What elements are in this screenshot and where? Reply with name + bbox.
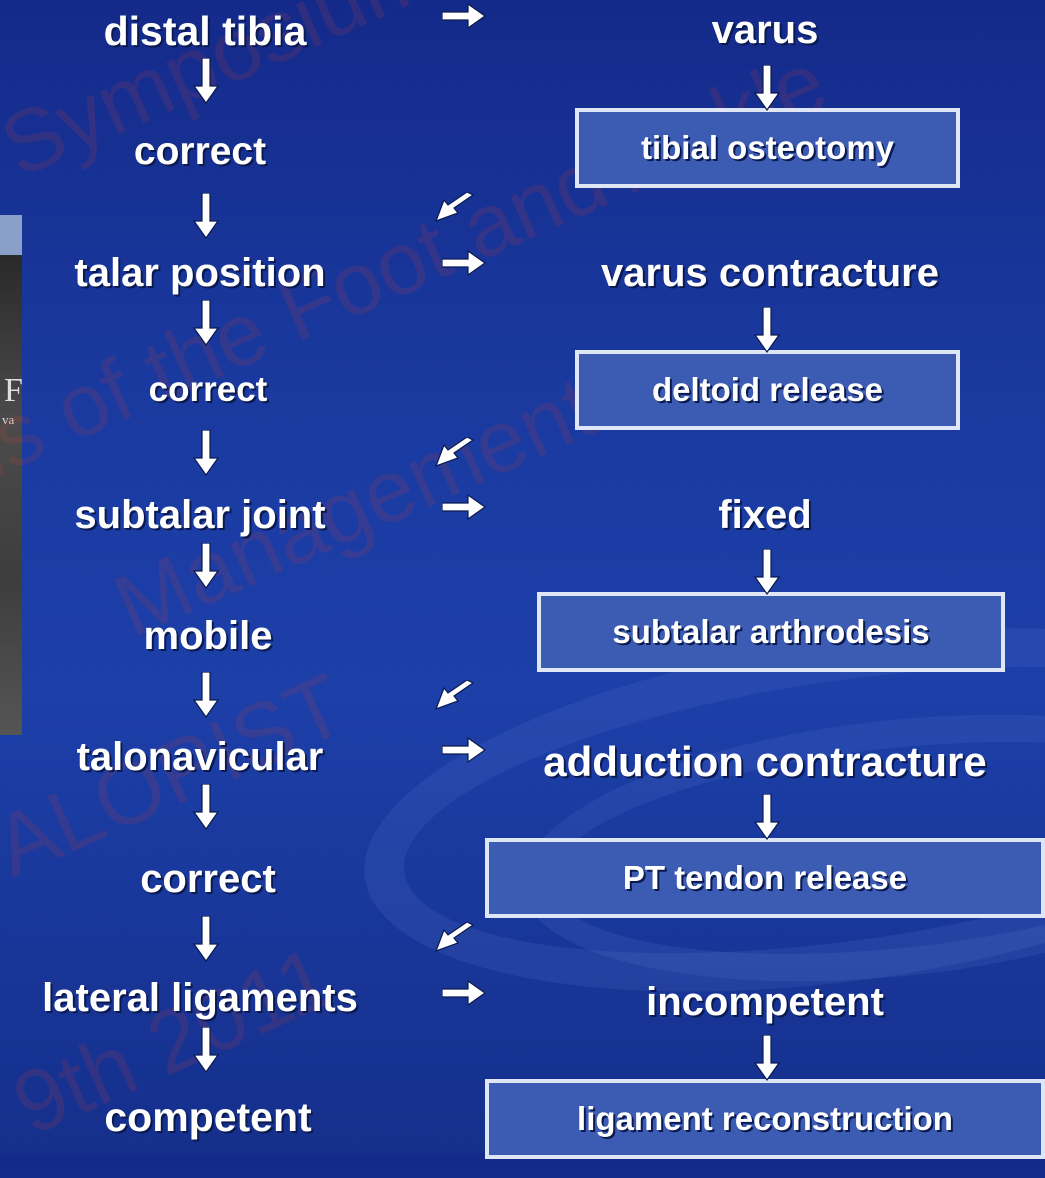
photo-text-small: va — [2, 412, 15, 427]
arrow-down-icon — [193, 543, 219, 589]
photo-header-strip — [0, 215, 22, 255]
procedure-label: deltoid release — [651, 371, 884, 408]
left-label-talar-position: talar position — [74, 251, 326, 295]
arrow-right-icon — [442, 494, 486, 520]
right-label-incompetent: incompetent — [646, 980, 884, 1024]
arrow-down-icon — [193, 300, 219, 346]
arrow-down-left-icon — [434, 192, 475, 223]
arrow-down-icon — [754, 65, 780, 111]
left-label-lateral-ligaments: lateral ligaments — [42, 976, 358, 1020]
procedure-box-ligament-reconstruction: ligament reconstruction — [485, 1079, 1045, 1159]
arrow-down-icon — [754, 794, 780, 840]
arrow-right-icon — [442, 737, 486, 763]
left-label-competent: competent — [104, 1094, 312, 1140]
background-photo — [0, 215, 22, 735]
right-label-adduction-contracture: adduction contracture — [543, 738, 987, 785]
arrow-down-icon — [193, 1027, 219, 1073]
arrow-down-icon — [754, 1035, 780, 1081]
procedure-box-subtalar-arthrodesis: subtalar arthrodesis — [537, 592, 1005, 672]
photo-text-large: F — [4, 372, 23, 409]
arrow-down-icon — [193, 193, 219, 239]
arrow-right-icon — [442, 980, 486, 1006]
procedure-label: tibial osteotomy — [640, 129, 895, 166]
arrow-down-icon — [754, 549, 780, 595]
right-label-fixed: fixed — [718, 493, 812, 537]
left-label-talonavicular: talonavicular — [76, 735, 324, 779]
procedure-box-deltoid-release: deltoid release — [575, 350, 960, 430]
procedure-box-pt-tendon-release: PT tendon release — [485, 838, 1045, 918]
left-label-subtalar-joint: subtalar joint — [74, 493, 326, 537]
arrow-down-icon — [193, 430, 219, 476]
arrow-down-icon — [193, 58, 219, 104]
arrow-down-left-icon — [434, 437, 475, 468]
arrow-down-icon — [193, 916, 219, 962]
arrow-down-left-icon — [434, 922, 475, 953]
left-label-correct: correct — [148, 370, 268, 409]
procedure-box-tibial-osteotomy: tibial osteotomy — [575, 108, 960, 188]
arrow-right-icon — [442, 3, 486, 29]
left-label-mobile: mobile — [143, 614, 273, 658]
right-label-varus: varus — [711, 8, 819, 52]
procedure-label: ligament reconstruction — [577, 1100, 953, 1137]
procedure-label: subtalar arthrodesis — [612, 613, 930, 650]
procedure-label: PT tendon release — [622, 859, 908, 896]
arrow-down-icon — [193, 672, 219, 718]
arrow-down-icon — [754, 307, 780, 353]
arrow-down-icon — [193, 784, 219, 830]
arrow-right-icon — [442, 250, 486, 276]
right-label-varus-contracture: varus contracture — [601, 251, 939, 295]
left-label-correct: correct — [140, 857, 276, 901]
arrow-down-left-icon — [434, 680, 475, 711]
left-label-correct: correct — [133, 130, 267, 173]
left-label-distal-tibia: distal tibia — [103, 8, 307, 54]
